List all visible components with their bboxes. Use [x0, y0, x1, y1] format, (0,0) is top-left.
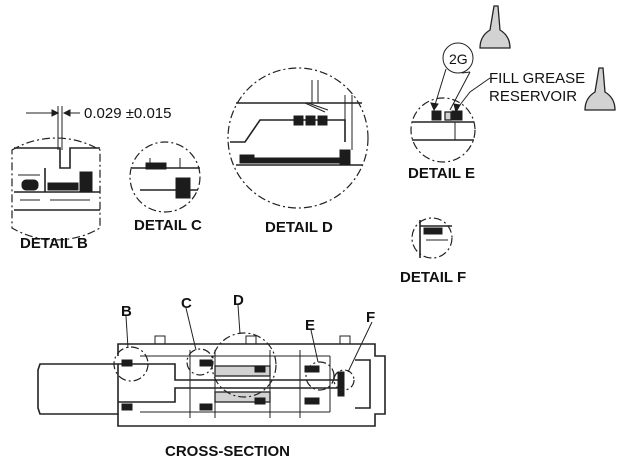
fill-grease-leader [455, 77, 491, 111]
detail-f-title: DETAIL F [400, 269, 466, 286]
detail-d-view [227, 67, 369, 209]
cross-section-title: CROSS-SECTION [165, 443, 290, 460]
detail-d-seal [239, 154, 255, 164]
marker-d-label: D [233, 292, 244, 309]
detail-c-seal [175, 177, 191, 199]
detail-b-seal [21, 179, 39, 191]
marker-e-label: E [305, 317, 315, 334]
detail-b-view [11, 106, 101, 241]
marker-e-circle [305, 361, 335, 391]
dimension-tolerance-label: 0.029 ±0.015 [84, 105, 171, 122]
detail-e-view [410, 97, 476, 163]
grease-gun-icon [479, 5, 511, 49]
fill-grease-line1: FILL GREASE [489, 70, 585, 87]
detail-c-view [129, 141, 201, 213]
detail-e-seal [431, 110, 442, 121]
marker-f-label: F [366, 309, 375, 326]
detail-f-view [411, 217, 453, 259]
grease-code-label: 2G [449, 51, 468, 67]
fill-grease-line2: RESERVOIR [489, 88, 577, 105]
detail-b-title: DETAIL B [20, 235, 88, 252]
detail-d-title: DETAIL D [265, 219, 333, 236]
marker-c-circle [186, 348, 214, 376]
grease-code-bubble [442, 42, 474, 74]
rod-end [37, 363, 119, 415]
marker-f-circle [333, 369, 355, 391]
marker-b-circle [113, 346, 149, 382]
detail-e-boundary [410, 97, 476, 163]
cross-section-view [37, 304, 386, 427]
marker-d-circle [211, 332, 277, 398]
marker-c-label: C [181, 295, 192, 312]
detail-c-title: DETAIL C [134, 217, 202, 234]
grease-gun-icon [584, 67, 616, 111]
detail-c-boundary [129, 141, 201, 213]
marker-b-label: B [121, 303, 132, 320]
detail-e-title: DETAIL E [408, 165, 475, 182]
detail-f-seal [423, 227, 443, 235]
detail-d-boundary [227, 67, 369, 209]
detail-f-boundary [411, 217, 453, 259]
